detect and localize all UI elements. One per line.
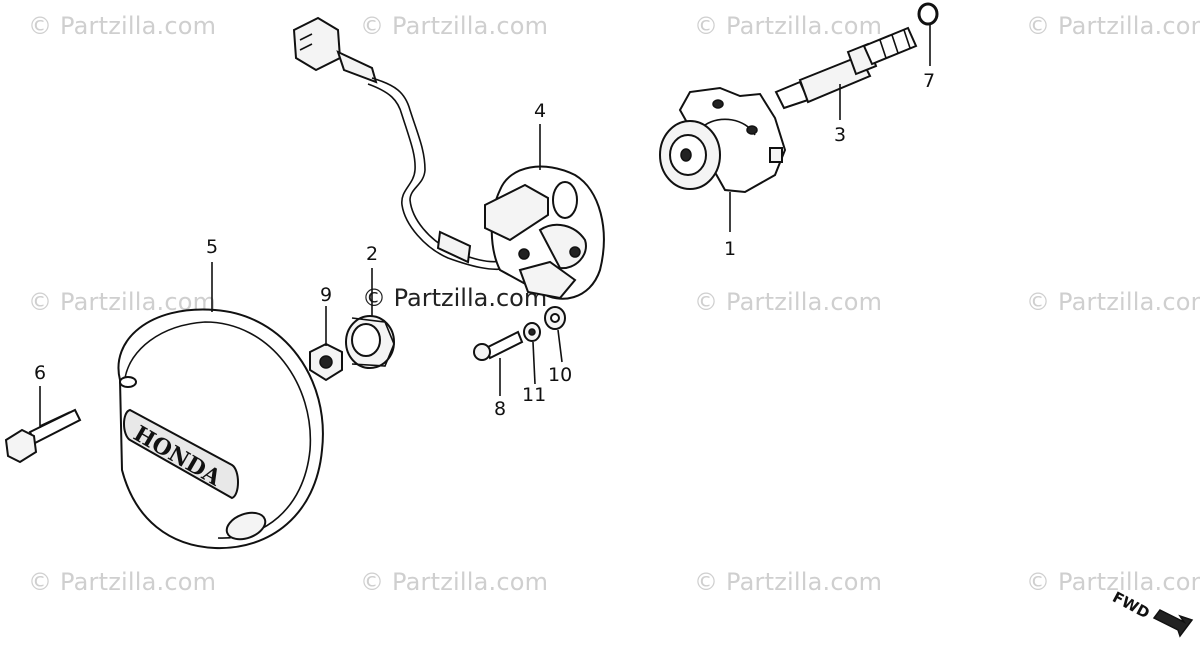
collar-part-2 bbox=[345, 315, 395, 369]
bolt-part-6 bbox=[4, 408, 82, 464]
callout-2: 2 bbox=[366, 243, 379, 265]
fwd-arrow-icon bbox=[1152, 609, 1194, 638]
callout-11: 11 bbox=[522, 384, 547, 406]
callout-9: 9 bbox=[320, 284, 333, 306]
screw-part-8 bbox=[473, 330, 524, 361]
watermark: © Partzilla.com bbox=[694, 288, 883, 316]
shaft-part-3 bbox=[774, 26, 918, 110]
callout-7: 7 bbox=[923, 70, 936, 92]
cover-part-5: HONDA bbox=[117, 308, 324, 550]
watermark: © Partzilla.com bbox=[1026, 12, 1200, 40]
oring-part-7 bbox=[917, 2, 939, 26]
watermark: © Partzilla.com bbox=[360, 12, 549, 40]
callout-3: 3 bbox=[834, 124, 847, 146]
watermark: © Partzilla.com bbox=[360, 568, 549, 596]
nut-part-9 bbox=[309, 342, 343, 382]
wire-harness bbox=[292, 16, 509, 271]
center-watermark: © Partzilla.com bbox=[362, 284, 548, 312]
watermark: © Partzilla.com bbox=[694, 12, 883, 40]
stator-part-4 bbox=[484, 165, 605, 300]
watermark: © Partzilla.com bbox=[1026, 568, 1200, 596]
callout-5: 5 bbox=[206, 236, 219, 258]
washer-part-10 bbox=[544, 306, 566, 330]
callout-1: 1 bbox=[724, 238, 737, 260]
housing-part-1 bbox=[659, 86, 787, 194]
watermark: © Partzilla.com bbox=[694, 568, 883, 596]
watermark: © Partzilla.com bbox=[1026, 288, 1200, 316]
callout-8: 8 bbox=[494, 398, 507, 420]
callout-4: 4 bbox=[534, 100, 547, 122]
leader-lines bbox=[39, 25, 931, 428]
washer-part-11 bbox=[523, 322, 541, 342]
watermark: © Partzilla.com bbox=[28, 12, 217, 40]
callout-10: 10 bbox=[548, 364, 573, 386]
watermark: © Partzilla.com bbox=[28, 568, 217, 596]
callout-6: 6 bbox=[34, 362, 47, 384]
